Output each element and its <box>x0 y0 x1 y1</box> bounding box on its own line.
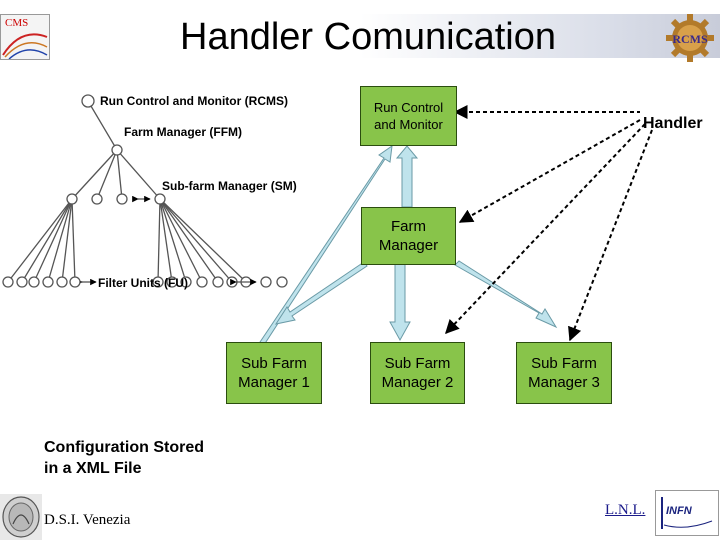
handler-arrow-to-sfm3 <box>568 129 653 342</box>
tree-label-fu: Filter Units (FU) <box>98 276 188 290</box>
arrow-fm-to-rcm <box>395 145 419 208</box>
tree-node-filter-unit <box>2 276 14 288</box>
tree-label-rcms: Run Control and Monitor (RCMS) <box>100 94 288 108</box>
footer-institution: D.S.I. Venezia <box>44 512 131 528</box>
tree-label-ffm: Farm Manager (FFM) <box>124 125 242 139</box>
handler-arrows <box>445 105 653 342</box>
tree-node-sub-farm <box>91 193 103 205</box>
tree-node-root <box>81 94 95 108</box>
handler-arrow-to-fm <box>458 119 641 223</box>
tree-node-filter-unit <box>56 276 68 288</box>
page-title: Handler Comunication <box>180 16 556 58</box>
tree-node-filter-unit <box>226 276 238 288</box>
arrow-fm-to-sfm2 <box>389 263 411 342</box>
footer-lab-link[interactable]: L.N.L. <box>605 502 646 518</box>
tree-node-filter-unit <box>276 276 288 288</box>
tree-node-sub-farm <box>154 193 166 205</box>
tree-node-filter-unit <box>152 276 164 288</box>
rcms-logo-text: RCMS <box>672 32 708 46</box>
tree-node-filter-unit <box>16 276 28 288</box>
university-seal-logo <box>0 494 42 540</box>
handler-label: Handler <box>643 115 703 132</box>
config-note: Configuration Stored in a XML File <box>44 439 204 477</box>
infn-logo-text: INFN <box>666 505 692 517</box>
tree-node-filter-unit <box>260 276 272 288</box>
tree-node-sub-farm <box>116 193 128 205</box>
infn-logo: INFN <box>655 490 719 536</box>
infn-logo-graphic <box>661 497 713 529</box>
block-arrows <box>257 144 558 349</box>
tree-node-filter-unit <box>69 276 81 288</box>
cms-logo: CMS <box>0 14 50 60</box>
arrow-fm-to-sfm3 <box>454 260 558 329</box>
hierarchy-tree <box>7 100 247 286</box>
arrow-fm-to-sfm1 <box>274 261 368 325</box>
box-farm-manager: Farm Manager <box>361 207 456 265</box>
tree-node-filter-unit <box>28 276 40 288</box>
tree-node-filter-unit <box>196 276 208 288</box>
header-band <box>0 14 720 58</box>
box-sub-farm-manager-3: Sub Farm Manager 3 <box>516 342 612 404</box>
tree-node-filter-unit <box>166 276 178 288</box>
box-sub-farm-manager-2: Sub Farm Manager 2 <box>370 342 465 404</box>
tree-label-sm: Sub-farm Manager (SM) <box>162 179 297 193</box>
box-sub-farm-manager-1: Sub Farm Manager 1 <box>226 342 322 404</box>
box-run-control-monitor: Run Control and Monitor <box>360 86 457 146</box>
tree-node-filter-unit <box>180 276 192 288</box>
tree-node-filter-unit <box>42 276 54 288</box>
cms-logo-graphic <box>2 33 48 59</box>
tree-node-farm-manager <box>111 144 123 156</box>
tree-nodes <box>2 94 288 288</box>
handler-arrow-to-sfm2 <box>445 123 646 335</box>
cms-logo-text: CMS <box>5 17 29 29</box>
tree-node-filter-unit <box>212 276 224 288</box>
rcms-logo: RCMS <box>666 14 714 62</box>
tree-node-sub-farm <box>66 193 78 205</box>
